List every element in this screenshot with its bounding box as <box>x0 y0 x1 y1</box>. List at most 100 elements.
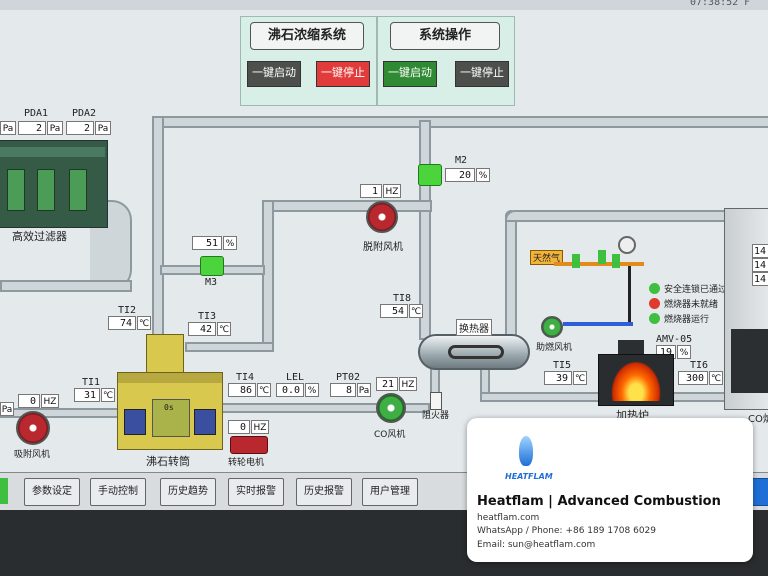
ti2-label: TI2 <box>118 305 137 316</box>
runner-top-band <box>118 373 222 383</box>
pipe-filter-bottom <box>0 280 132 292</box>
right-value: 14 <box>752 272 768 286</box>
suction-fan-name: 吸附风机 <box>14 450 51 460</box>
left-cut-unit: Pa <box>0 402 14 416</box>
amv05-label: AMV-05 <box>656 334 693 345</box>
zeolite-runner[interactable]: 0s <box>117 372 223 450</box>
runner-core <box>152 399 190 437</box>
ti4-value: 86 <box>228 383 256 397</box>
nav-user-management[interactable]: 用户管理 <box>362 478 418 506</box>
pda0-unit: Pa <box>0 121 16 135</box>
gas-valve-icon[interactable] <box>572 254 580 268</box>
co-fan-icon[interactable] <box>376 393 406 423</box>
lel-unit: % <box>305 383 319 397</box>
pipe-top-main <box>152 116 768 128</box>
co-fan-name: CO风机 <box>374 430 406 440</box>
heat-exchanger <box>418 334 530 370</box>
ti8-value: 54 <box>380 304 408 318</box>
card-email[interactable]: Email: sun@heatflam.com <box>477 540 596 550</box>
nav-manual-control[interactable]: 手动控制 <box>90 478 146 506</box>
nav-history-alarm[interactable]: 历史报警 <box>296 478 352 506</box>
top-strip <box>0 0 768 10</box>
right-value: 14 <box>752 258 768 272</box>
card-website[interactable]: heatflam.com <box>477 513 540 523</box>
pipe-desorb-down <box>262 200 274 350</box>
card-phone[interactable]: WhatsApp / Phone: +86 189 1708 6029 <box>477 526 657 536</box>
pipe-left-vertical <box>152 116 164 348</box>
ti1-value: 31 <box>74 388 100 402</box>
lel-value: 0.0 <box>276 383 304 397</box>
ti3-label: TI3 <box>198 311 217 322</box>
filter-top-band <box>0 147 105 157</box>
ti2-value: 74 <box>108 316 136 330</box>
flame-icon <box>611 361 661 401</box>
combustion-fan-icon[interactable] <box>541 316 563 338</box>
zeolite-stop-button[interactable]: 一键停止 <box>316 61 370 87</box>
system-stop-button[interactable]: 一键停止 <box>455 61 509 87</box>
nav-realtime-alarm[interactable]: 实时报警 <box>228 478 284 506</box>
filter-cell <box>69 169 87 211</box>
flame-logo-icon <box>519 436 533 466</box>
runner-mark: 0s <box>164 403 174 412</box>
status-text: 燃烧器未就绪 <box>664 300 719 310</box>
contact-card: HEATFLAM Heatflam | Advanced Combustion … <box>467 418 753 562</box>
system-panel-title: 系统操作 <box>390 22 500 50</box>
filter-name: 高效过滤器 <box>12 230 67 243</box>
ti1-unit: ℃ <box>101 388 115 402</box>
ti8-label: TI8 <box>393 293 412 304</box>
pt02-unit: Pa <box>357 383 371 397</box>
status-led <box>649 298 660 309</box>
ti4-unit: ℃ <box>257 383 271 397</box>
desorb-fan-icon[interactable] <box>366 201 398 233</box>
zeolite-start-button[interactable]: 一键启动 <box>247 61 301 87</box>
right-value: 14 <box>752 244 768 258</box>
pipe-exchanger-right-loop <box>505 210 517 340</box>
suction-fan-unit: HZ <box>41 394 59 408</box>
pipe-ti3-bottom <box>185 342 274 352</box>
status-led <box>649 313 660 324</box>
ti5-unit: ℃ <box>573 371 587 385</box>
card-title: Heatflam | Advanced Combustion <box>477 494 721 509</box>
ti4-label: TI4 <box>236 372 255 383</box>
runner-motor-icon[interactable] <box>230 436 268 454</box>
m3-valve-icon[interactable] <box>200 256 224 276</box>
heat-exchanger-name: 换热器 <box>456 319 492 336</box>
ti6-value: 300 <box>678 371 708 385</box>
system-start-button[interactable]: 一键启动 <box>383 61 437 87</box>
co-fan-freq: 21 <box>376 377 398 391</box>
heat-exchanger-tube <box>448 345 504 359</box>
gas-valve-icon[interactable] <box>612 254 620 268</box>
flame-arrester-icon <box>430 392 442 410</box>
gas-valve-icon[interactable] <box>598 250 606 264</box>
zeolite-runner-name: 沸石转筒 <box>146 455 190 468</box>
pda1-unit: Pa <box>47 121 63 135</box>
hmi-screen: 07:38:52 F 沸石浓缩系统 系统操作 一键启动 一键停止 一键启动 一键… <box>0 0 768 510</box>
co-fan-unit: HZ <box>399 377 417 391</box>
status-led <box>649 283 660 294</box>
ti1-label: TI1 <box>82 377 101 388</box>
suction-fan-icon[interactable] <box>16 411 50 445</box>
pipe-desorb-top <box>262 200 432 212</box>
status-text: 安全连锁已通过 <box>664 285 728 295</box>
amv05-unit: % <box>677 345 691 359</box>
m3-value: 51 <box>192 236 222 250</box>
nav-parameter-settings[interactable]: 参数设定 <box>24 478 80 506</box>
runner-motor-unit: HZ <box>251 420 269 434</box>
ti6-label: TI6 <box>690 360 709 371</box>
runner-motor-freq: 0 <box>228 420 250 434</box>
top-clock: 07:38:52 F <box>690 0 751 8</box>
pda2-label: PDA2 <box>72 108 97 119</box>
lel-label: LEL <box>286 372 305 383</box>
nav-history-trend[interactable]: 历史趋势 <box>160 478 216 506</box>
gas-drop-line <box>628 266 631 326</box>
pt02-label: PT02 <box>336 372 361 383</box>
combustion-fan-name: 助燃风机 <box>536 343 573 353</box>
desorb-fan-freq: 1 <box>360 184 382 198</box>
logo-text: HEATFLAM <box>505 472 553 481</box>
m2-valve-icon[interactable] <box>418 164 442 186</box>
suction-fan-freq: 0 <box>18 394 40 408</box>
gas-label: 天然气 <box>530 250 564 265</box>
desorb-fan-unit: HZ <box>383 184 401 198</box>
ti6-unit: ℃ <box>709 371 723 385</box>
m2-value: 20 <box>445 168 475 182</box>
